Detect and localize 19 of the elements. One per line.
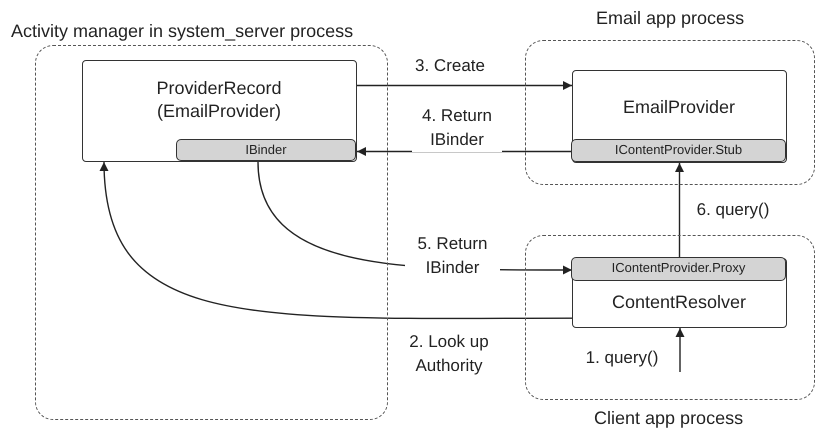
component-name: ContentResolver [612, 290, 746, 314]
component-box [572, 258, 786, 328]
component-name: ProviderRecord (EmailProvider) [155, 76, 283, 122]
component-box [82, 60, 356, 162]
interface-bar [571, 257, 786, 281]
interface-bar [571, 139, 786, 162]
arrow [675, 163, 684, 258]
process-title: Client app process [594, 408, 744, 429]
component-box [572, 70, 786, 162]
interface-bar [176, 139, 356, 161]
arrow [676, 328, 684, 372]
interface-name: IBinder [245, 142, 287, 157]
process-title: Activity manager in system_server process [11, 21, 354, 42]
process-title: Email app process [596, 8, 744, 29]
interface-name: IContentProvider.Proxy [612, 260, 746, 275]
interface-name: IContentProvider.Stub [614, 142, 742, 157]
arrow [357, 81, 572, 90]
component-name: EmailProvider [622, 96, 736, 118]
arrow [100, 162, 572, 320]
